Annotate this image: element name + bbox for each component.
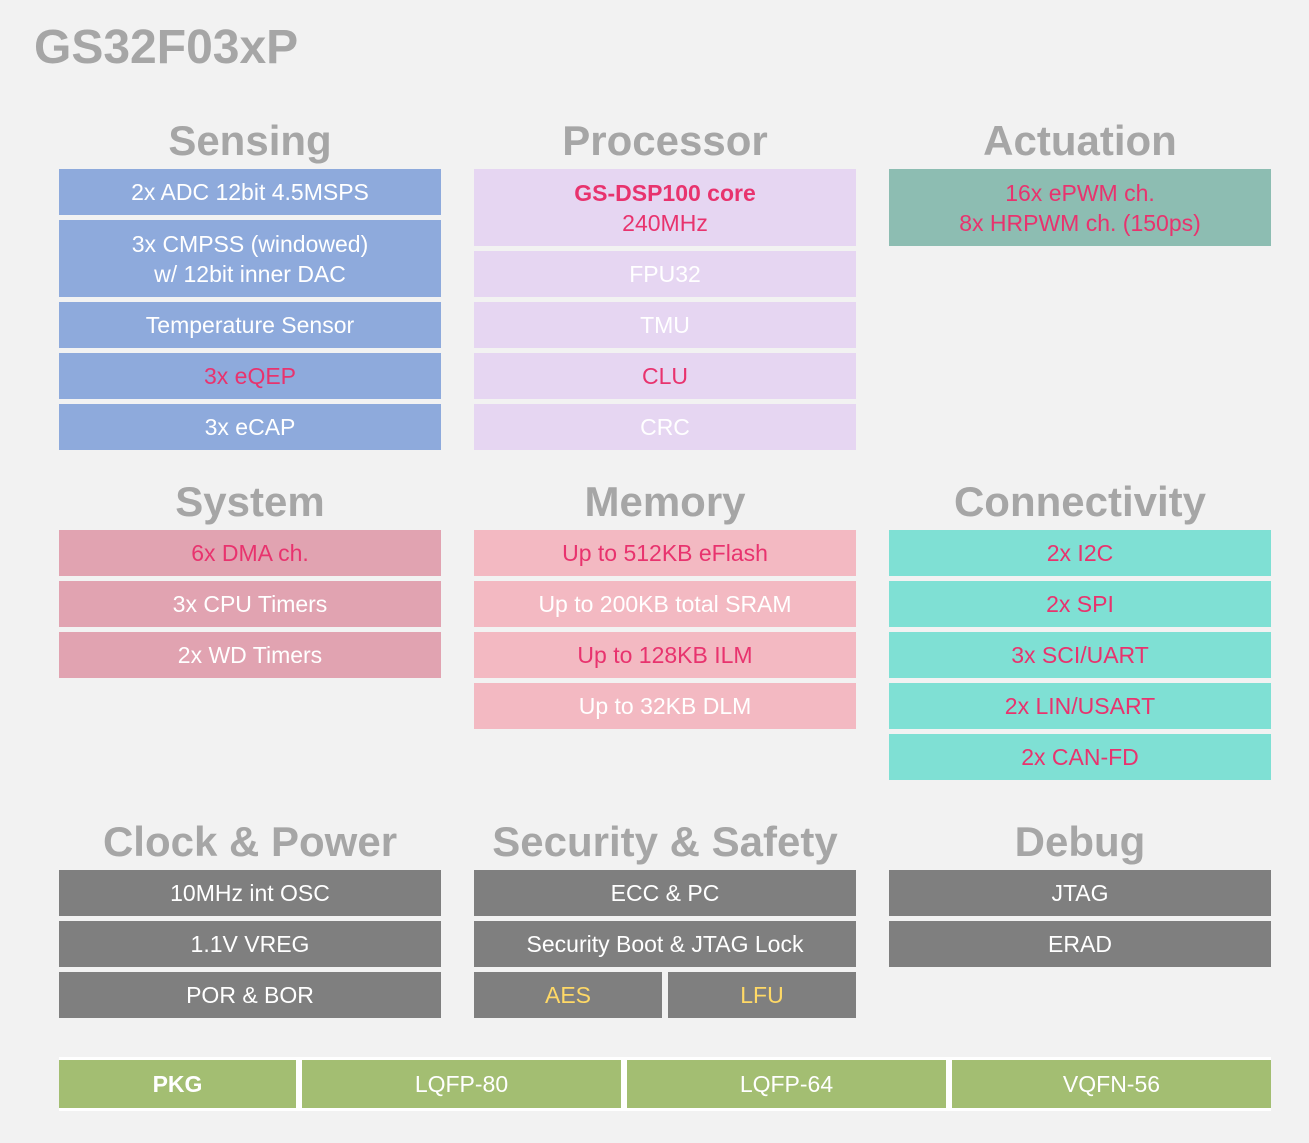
- lfu-block: LFU: [668, 972, 856, 1018]
- clock-power-section: Clock & Power 10MHz int OSC 1.1V VREG PO…: [59, 814, 441, 1018]
- debug-heading: Debug: [1014, 818, 1146, 865]
- vreg-block: 1.1V VREG: [59, 921, 441, 967]
- osc-block: 10MHz int OSC: [59, 870, 441, 916]
- clu-block: CLU: [474, 353, 856, 399]
- tmu-block: TMU: [474, 302, 856, 348]
- epwm-line: 16x ePWM ch.: [1005, 179, 1155, 206]
- crc-block: CRC: [474, 404, 856, 450]
- core-name: GS-DSP100 core: [574, 179, 756, 206]
- aes-lfu-row: AES LFU: [474, 972, 856, 1018]
- actuation-heading: Actuation: [983, 117, 1177, 164]
- por-bor-block: POR & BOR: [59, 972, 441, 1018]
- hrpwm-line: 8x HRPWM ch. (150ps): [959, 209, 1201, 236]
- erad-block: ERAD: [889, 921, 1271, 967]
- system-section: System 6x DMA ch. 3x CPU Timers 2x WD Ti…: [59, 474, 441, 678]
- dma-block: 6x DMA ch.: [59, 530, 441, 576]
- core-frequency: 240MHz: [622, 209, 708, 236]
- fpu-block: FPU32: [474, 251, 856, 297]
- adc-block: 2x ADC 12bit 4.5MSPS: [59, 169, 441, 215]
- ecc-block: ECC & PC: [474, 870, 856, 916]
- cmpss-block: 3x CMPSS (windowed) w/ 12bit inner DAC: [59, 220, 441, 297]
- connectivity-heading: Connectivity: [953, 478, 1207, 525]
- sensing-section: Sensing 2x ADC 12bit 4.5MSPS 3x CMPSS (w…: [59, 113, 441, 450]
- package-label: PKG: [59, 1060, 296, 1108]
- i2c-block: 2x I2C: [889, 530, 1271, 576]
- eflash-block: Up to 512KB eFlash: [474, 530, 856, 576]
- eqep-block: 3x eQEP: [59, 353, 441, 399]
- core-block: GS-DSP100 core 240MHz: [474, 169, 856, 246]
- wd-timers-block: 2x WD Timers: [59, 632, 441, 678]
- clock-power-heading: Clock & Power: [102, 818, 398, 865]
- actuation-section: Actuation 16x ePWM ch. 8x HRPWM ch. (150…: [889, 113, 1271, 246]
- debug-section: Debug JTAG ERAD: [889, 814, 1271, 967]
- cmpss-line-2: w/ 12bit inner DAC: [154, 260, 346, 287]
- sram-block: Up to 200KB total SRAM: [474, 581, 856, 627]
- processor-heading: Processor: [562, 117, 768, 164]
- dlm-block: Up to 32KB DLM: [474, 683, 856, 729]
- package-option: LQFP-64: [627, 1060, 946, 1108]
- processor-section: Processor GS-DSP100 core 240MHz FPU32 TM…: [474, 113, 856, 450]
- pwm-block: 16x ePWM ch. 8x HRPWM ch. (150ps): [889, 169, 1271, 246]
- package-bar: PKG LQFP-80 LQFP-64 VQFN-56: [59, 1057, 1271, 1111]
- cmpss-line-1: 3x CMPSS (windowed): [131, 230, 369, 257]
- package-option: VQFN-56: [952, 1060, 1271, 1108]
- spi-block: 2x SPI: [889, 581, 1271, 627]
- device-title: GS32F03xP: [34, 21, 299, 74]
- secure-boot-block: Security Boot & JTAG Lock: [474, 921, 856, 967]
- security-section: Security & Safety ECC & PC Security Boot…: [474, 814, 856, 1018]
- aes-block: AES: [474, 972, 662, 1018]
- can-fd-block: 2x CAN-FD: [889, 734, 1271, 780]
- temperature-sensor-block: Temperature Sensor: [59, 302, 441, 348]
- sensing-heading: Sensing: [168, 117, 332, 164]
- jtag-block: JTAG: [889, 870, 1271, 916]
- memory-heading: Memory: [584, 478, 746, 525]
- lin-usart-block: 2x LIN/USART: [889, 683, 1271, 729]
- package-option: LQFP-80: [302, 1060, 621, 1108]
- cpu-timers-block: 3x CPU Timers: [59, 581, 441, 627]
- ecap-block: 3x eCAP: [59, 404, 441, 450]
- ilm-block: Up to 128KB ILM: [474, 632, 856, 678]
- memory-section: Memory Up to 512KB eFlash Up to 200KB to…: [474, 474, 856, 729]
- system-heading: System: [175, 478, 325, 525]
- connectivity-section: Connectivity 2x I2C 2x SPI 3x SCI/UART 2…: [889, 474, 1271, 780]
- sci-uart-block: 3x SCI/UART: [889, 632, 1271, 678]
- security-heading: Security & Safety: [492, 818, 838, 865]
